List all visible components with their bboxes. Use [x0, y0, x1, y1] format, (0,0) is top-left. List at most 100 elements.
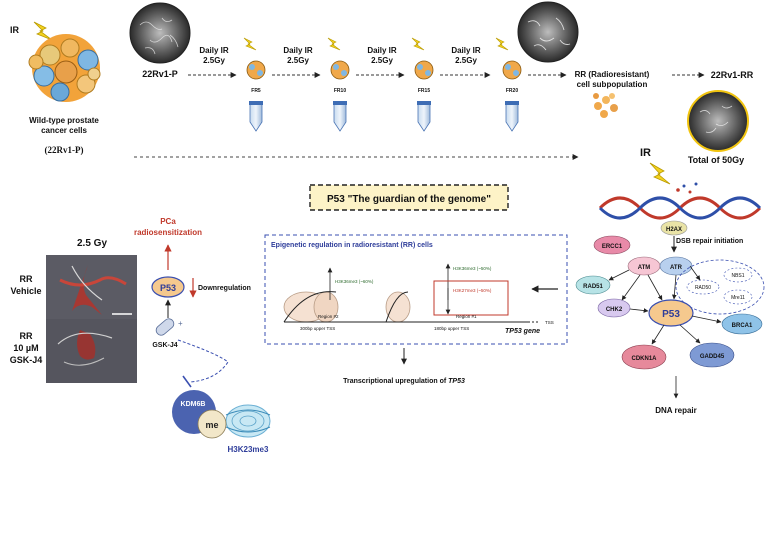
- tube-icon: [249, 103, 263, 132]
- epigenetic-title: Epigenetic regulation in radioresistant …: [271, 242, 433, 249]
- row1-label-line2: Vehicle: [10, 286, 41, 296]
- row2-label-line1: RR: [20, 331, 33, 341]
- wildtype-code-label: (22Rv1-P): [45, 145, 84, 155]
- histone-icon: [225, 404, 271, 438]
- tp53-gene-label: TP53 gene: [505, 328, 540, 335]
- region2-label: Region #2: [318, 314, 339, 319]
- fr20-micrograph-cells: [527, 17, 571, 51]
- gskj4-label: GSK-J4: [152, 342, 177, 349]
- svg-text:+: +: [178, 319, 183, 328]
- transcription-gene: TP53: [448, 378, 465, 385]
- inhibition-bar: [182, 375, 192, 388]
- h3k27-box: [433, 280, 509, 316]
- pathway-edges: [608, 265, 722, 399]
- pill-icon: +: [155, 318, 183, 336]
- total-dose-label: Total of 50Gy: [688, 155, 744, 165]
- dose-label-1: 2.5Gy: [203, 56, 225, 65]
- tube-icon: [505, 103, 519, 132]
- bolt-icon: [411, 37, 425, 51]
- fr-stage-3: [411, 37, 434, 132]
- bolt-icon: [243, 37, 257, 51]
- fr-stage-1: [243, 37, 266, 132]
- bolt-icon: [327, 37, 341, 51]
- h2ax-node: [660, 220, 688, 236]
- pca-label-line2: radiosensitization: [134, 228, 202, 237]
- daily-ir-label-2: Daily IR: [283, 46, 313, 55]
- wildtype-label-line1: Wild-type prostate: [29, 116, 99, 125]
- kdm6b-label: KDM6B: [181, 401, 206, 408]
- nucleosome-region2: [283, 291, 339, 323]
- parental-label: 22Rv1-P: [142, 69, 178, 79]
- inhibition-path: [177, 339, 229, 383]
- h3k36-left-label: H3K36me3 (~60%): [335, 279, 374, 284]
- ir-right-label: IR: [640, 147, 651, 159]
- rad50-node: [686, 279, 720, 295]
- gadd45-node: [689, 342, 735, 368]
- region1-label: Region #1: [456, 314, 477, 319]
- me-node: [197, 409, 227, 439]
- dna-repair-label: DNA repair: [655, 406, 697, 415]
- bolt-icon: [495, 37, 509, 51]
- ir-right-bolt-icon: [649, 162, 671, 185]
- nbs1-node: [723, 267, 753, 283]
- p53-left-node: [151, 276, 185, 298]
- h2ax-label: H2AX: [666, 227, 682, 233]
- ercc1-node: [593, 235, 631, 255]
- epigenetic-panel: [264, 234, 568, 345]
- dsb-label: DSB repair initiation: [676, 238, 743, 245]
- h3k36-right-label: H3K36me3 (~50%): [453, 266, 492, 271]
- fr-stage-4: [495, 37, 522, 132]
- p53-left-label: P53: [160, 283, 176, 293]
- atm-label: ATM: [638, 265, 651, 271]
- fr-label-1: FR5: [251, 88, 261, 94]
- h3k27-label: H3K27me3 (~50%): [453, 288, 492, 293]
- rr-subpop-line2: cell subpopulation: [577, 80, 648, 89]
- rr-micrograph: [687, 90, 749, 152]
- upper2-label: 300bp upper TSS: [300, 326, 335, 331]
- transcription-prefix: Transcriptional upregulation of: [343, 378, 448, 385]
- parental-micrograph-cells: [139, 17, 179, 55]
- mre11-node: [723, 289, 753, 305]
- h3k-label: H3K23me3: [228, 445, 269, 454]
- ir-label: IR: [10, 25, 20, 35]
- micrograph-gskj4: [46, 319, 137, 383]
- ercc1-label: ERCC1: [602, 244, 623, 250]
- brca1-node: [721, 313, 763, 335]
- mre11-label: Mre11: [731, 295, 745, 301]
- nucleosome-region1: [385, 291, 411, 323]
- nbs1-label: NBS1: [731, 273, 744, 279]
- cdkn1a-node: [621, 344, 667, 370]
- p53-right-node: [648, 299, 694, 327]
- p53-right-label: P53: [662, 309, 680, 320]
- dose-label-2: 2.5Gy: [287, 56, 309, 65]
- parental-micrograph: [129, 2, 191, 64]
- row2-label-line2: 10 µM: [13, 343, 38, 353]
- dna-helix-icon: [598, 182, 762, 220]
- chk2-node: [597, 298, 631, 318]
- row1-label-line1: RR: [20, 274, 33, 284]
- daily-ir-label-4: Daily IR: [451, 46, 481, 55]
- p53-guardian-title: P53 "The guardian of the genome": [327, 194, 491, 205]
- fr-label-4: FR20: [506, 88, 518, 94]
- daily-ir-label-1: Daily IR: [199, 46, 229, 55]
- fr20-micrograph: [517, 1, 579, 63]
- rad51-label: RAD51: [583, 284, 603, 290]
- rr-label: 22Rv1-RR: [711, 70, 754, 80]
- rr-subpop-line1: RR (Radioresistant): [575, 70, 650, 79]
- dose-label-4: 2.5Gy: [455, 56, 477, 65]
- daily-ir-label-3: Daily IR: [367, 46, 397, 55]
- me-label: me: [205, 420, 218, 430]
- fr-stage-2: [327, 37, 350, 132]
- downregulation-label: Downregulation: [198, 285, 251, 292]
- wildtype-label-line2: cancer cells: [41, 126, 87, 135]
- micrograph-vehicle: [46, 255, 137, 319]
- rr-cell-cluster: [593, 93, 618, 118]
- rad51-node: [575, 275, 611, 295]
- tube-icon: [417, 103, 431, 132]
- fr-label-3: FR15: [418, 88, 430, 94]
- brca1-label: BRCA1: [732, 323, 753, 329]
- dose-label-3: 2.5Gy: [371, 56, 393, 65]
- cdkn1a-label: CDKN1A: [631, 356, 657, 362]
